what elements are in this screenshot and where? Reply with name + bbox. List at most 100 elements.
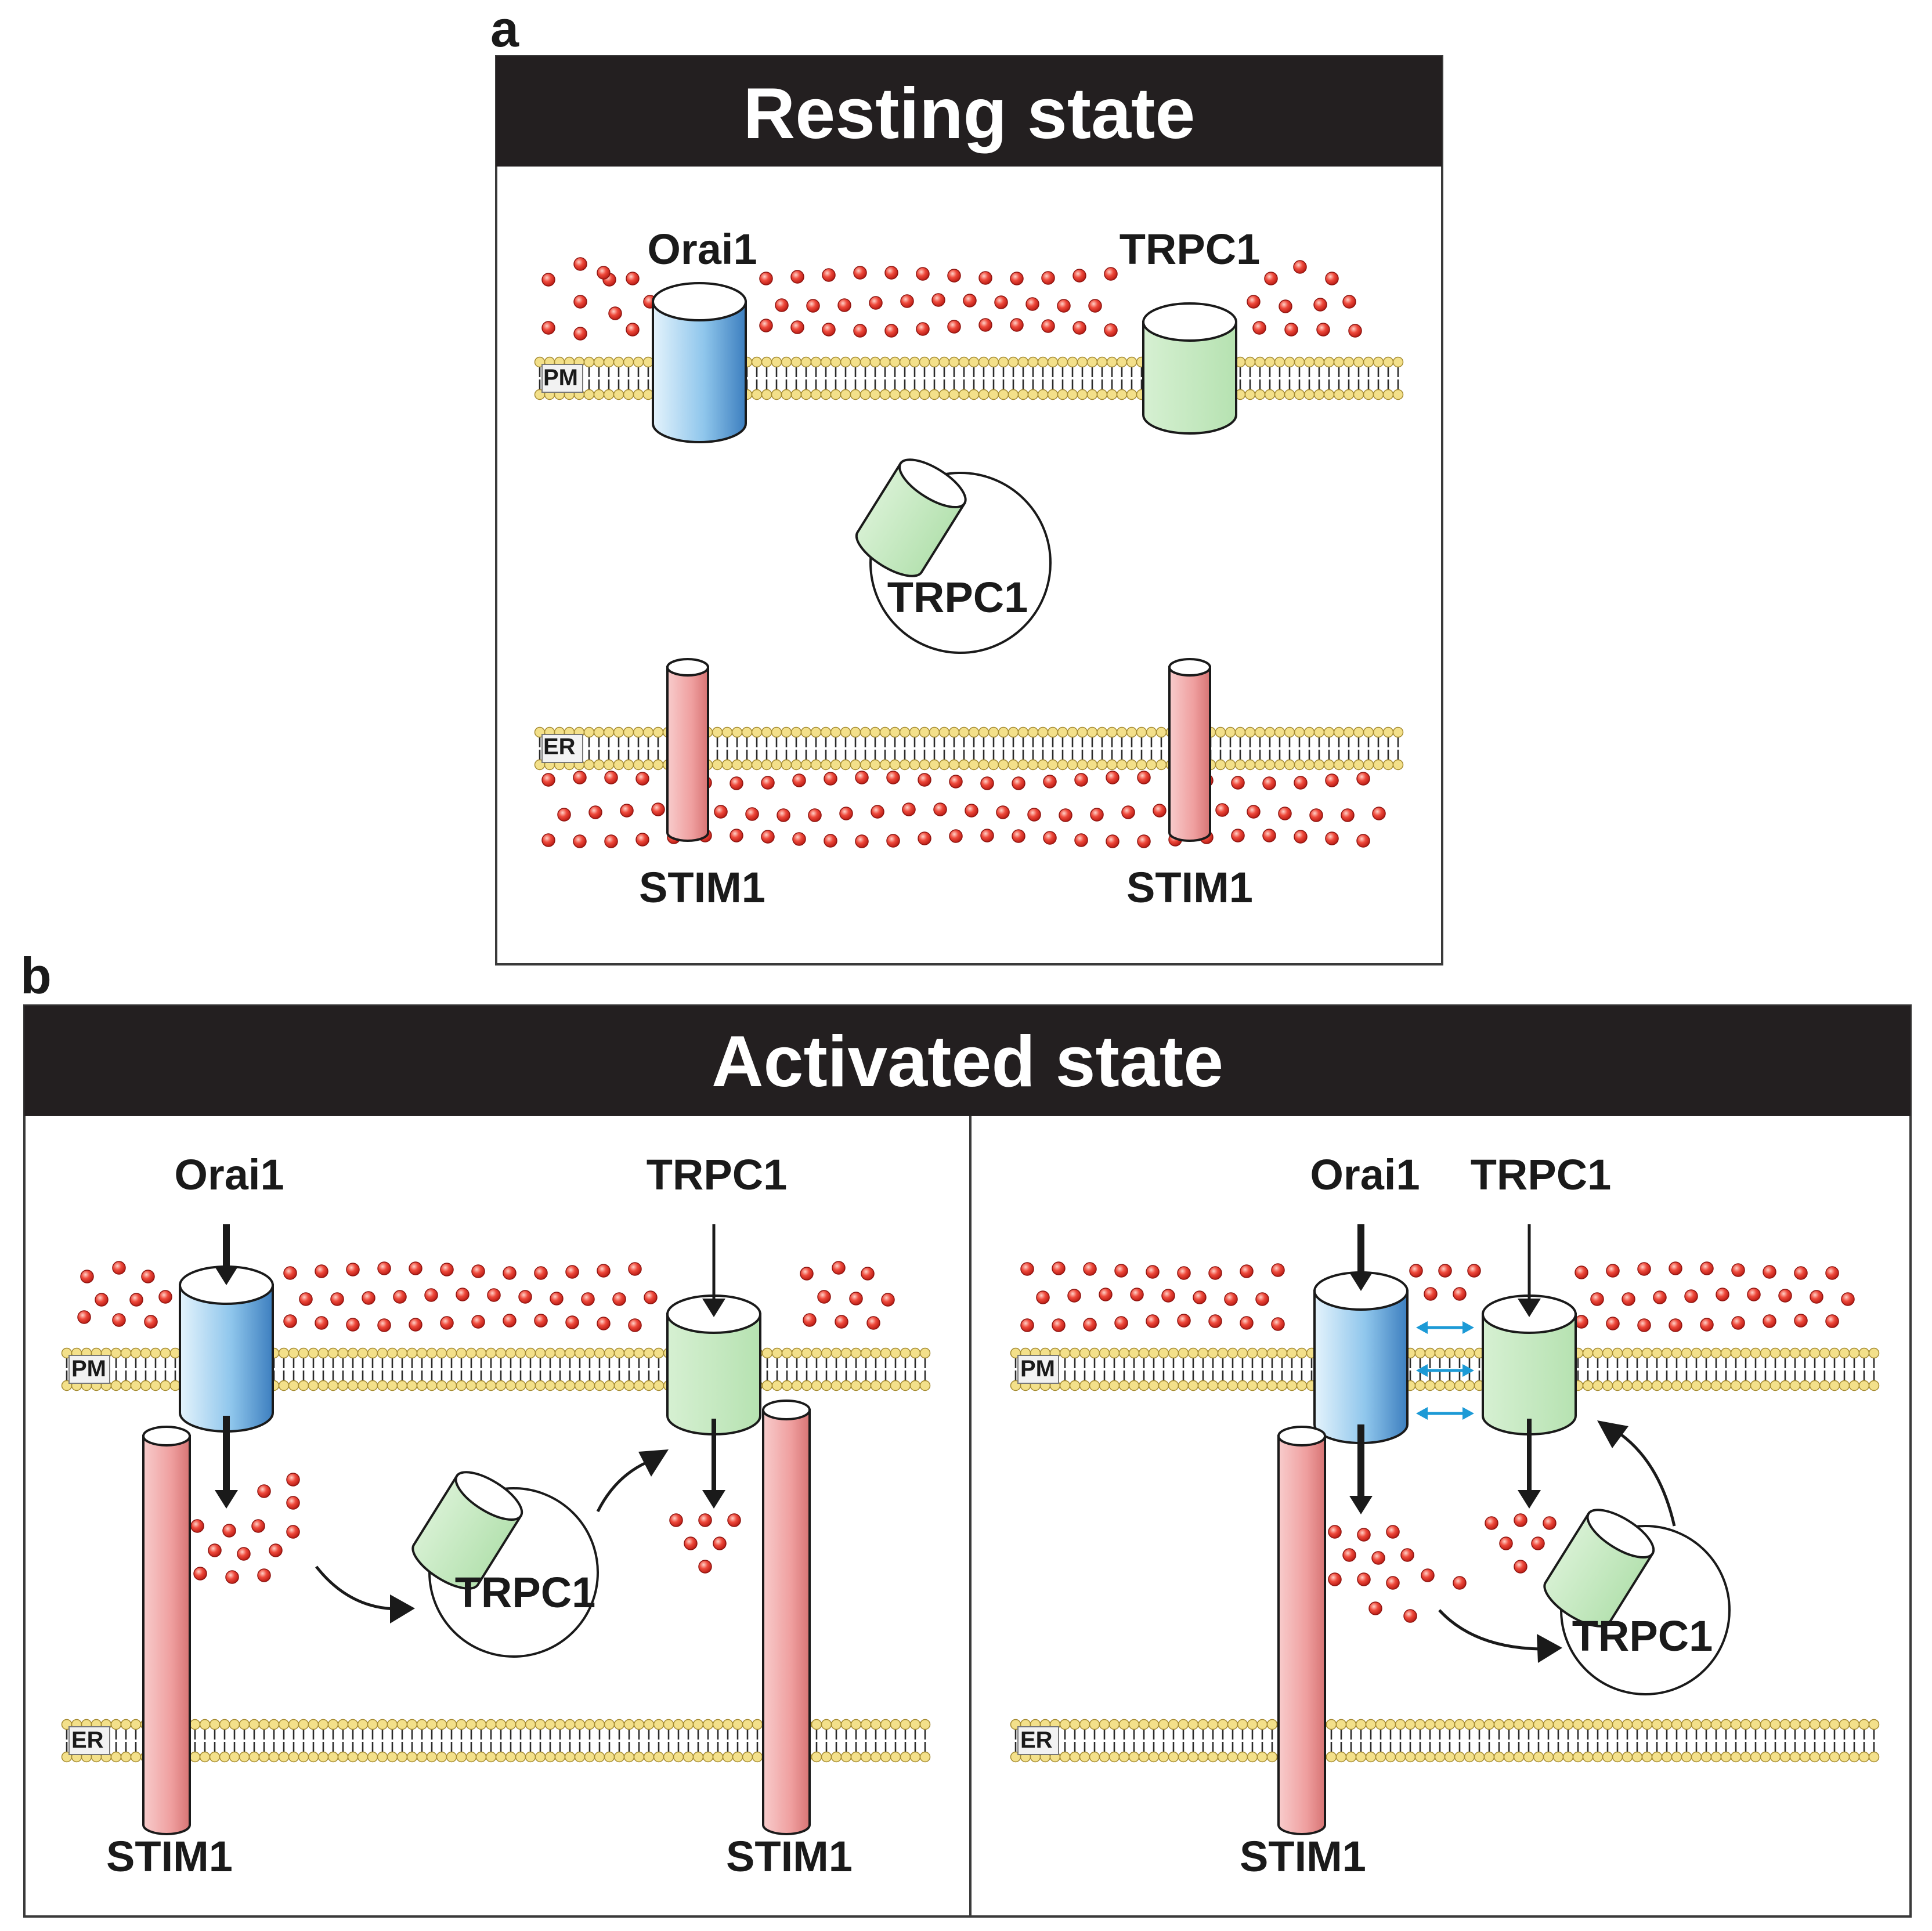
calcium-ion-icon (1146, 1265, 1160, 1279)
trafficking-arrow-icon-head (638, 1449, 669, 1477)
calcium-ion-icon (1325, 272, 1339, 285)
trpc1-channel-icon (1482, 1294, 1577, 1435)
calcium-ion-icon (1027, 808, 1041, 822)
calcium-ion-icon (1669, 1318, 1682, 1332)
calcium-ion-icon (1137, 771, 1151, 784)
panel-b-left-proteins (142, 1224, 811, 1835)
panel-a-title: Resting state (743, 74, 1196, 154)
calcium-ion-icon (949, 775, 963, 789)
calcium-ion-icon (824, 834, 837, 848)
calcium-ion-icon (1409, 1264, 1423, 1278)
calcium-ion-icon (1208, 1314, 1222, 1328)
interaction-arrow-icon (1416, 1321, 1474, 1334)
calcium-ion-icon (257, 1568, 271, 1582)
calcium-ion-icon (1083, 1262, 1097, 1276)
calcium-ion-icon (503, 1266, 517, 1280)
calcium-ion-icon (1193, 1290, 1207, 1304)
calcium-ion-icon (330, 1292, 344, 1306)
calcium-ion-icon (1341, 808, 1355, 822)
calcium-ion-icon (581, 1292, 595, 1306)
calcium-ion-icon (714, 805, 728, 819)
panel-b-frame (23, 1004, 1912, 1918)
calcium-ion-icon (190, 1519, 204, 1533)
calcium-ion-icon (1794, 1266, 1808, 1280)
calcium-ion-icon (1731, 1263, 1745, 1277)
calcium-ion-icon (1606, 1317, 1620, 1330)
calcium-ion-icon (1041, 319, 1055, 333)
vesicle-icon (411, 1471, 599, 1658)
calcium-ion-icon (269, 1543, 283, 1557)
calcium-ion-icon (698, 1513, 712, 1527)
calcium-ion-icon (541, 273, 555, 287)
calcium-ion-icon (597, 1264, 611, 1278)
er-bilayer (534, 726, 1404, 771)
calcium-ion-icon (1057, 299, 1071, 313)
calcium-ion-icon (931, 293, 945, 307)
calcium-ion-icon (299, 1292, 313, 1306)
calcium-ion-icon (141, 1270, 155, 1283)
calcium-ion-icon (1255, 1292, 1269, 1306)
calcium-ion-icon (626, 272, 640, 285)
calcium-ion-icon (1059, 808, 1072, 822)
trafficking-arrow-icon (1438, 1609, 1541, 1651)
calcium-ion-icon (588, 805, 602, 819)
calcium-ion-icon (1438, 1264, 1452, 1278)
calcium-ion-icon (1778, 1289, 1792, 1303)
panel-b-banner (24, 1006, 1911, 1116)
calcium-ion-icon (1153, 804, 1167, 818)
bl-label-er: ER (71, 1727, 104, 1753)
calcium-ion-icon (1684, 1289, 1698, 1303)
calcium-ion-icon (775, 298, 789, 312)
calcium-ion-icon (1328, 1572, 1342, 1586)
calcium-ion-icon (853, 266, 867, 280)
calcium-ion-icon (1052, 1261, 1066, 1275)
calcium-ion-icon (1403, 1609, 1417, 1623)
stim1-rod-icon (142, 1426, 191, 1835)
calcium-ion-icon (684, 1536, 698, 1550)
flux-arrow-icon-head (1518, 1299, 1541, 1317)
stim1-rod-icon (1277, 1426, 1326, 1835)
br-label-trpc1-pm: TRPC1 (1471, 1151, 1612, 1199)
calcium-ion-icon (1231, 829, 1245, 842)
trpc1-channel-icon (1543, 1509, 1655, 1628)
calcium-ion-icon (503, 1314, 517, 1328)
calcium-ion-icon (1357, 1528, 1371, 1542)
calcium-ion-icon (1041, 271, 1055, 285)
calcium-ion-icon (315, 1316, 328, 1330)
calcium-ion-icon (487, 1288, 501, 1302)
calcium-ion-icon (1453, 1576, 1467, 1590)
calcium-ion-icon (727, 1513, 741, 1527)
flux-arrow-icon-head (1349, 1272, 1373, 1291)
calcium-ion-icon (257, 1484, 271, 1498)
calcium-ion-icon (534, 1266, 548, 1280)
calcium-ion-icon (620, 804, 634, 818)
calcium-ion-icon (1485, 1516, 1498, 1530)
calcium-ion-icon (803, 1313, 817, 1327)
calcium-ion-icon (886, 771, 900, 784)
calcium-ion-icon (440, 1263, 454, 1277)
calcium-ion-icon (1072, 321, 1086, 335)
calcium-ion-icon (1043, 775, 1057, 789)
flux-arrow-icon-head (1349, 1496, 1373, 1514)
bl-label-trpc1-vesicle: TRPC1 (455, 1568, 596, 1617)
calcium-ion-icon (471, 1264, 485, 1278)
calcium-ion-icon (315, 1264, 328, 1278)
calcium-ion-icon (835, 1315, 848, 1329)
bl-label-orai1: Orai1 (174, 1151, 284, 1199)
calcium-ion-icon (965, 804, 978, 818)
calcium-ion-icon (1052, 1318, 1066, 1332)
calcium-ion-icon (996, 805, 1010, 819)
calcium-ion-icon (346, 1318, 360, 1332)
calcium-ion-icon (1590, 1292, 1604, 1306)
calcium-ion-icon (1130, 1288, 1144, 1301)
calcium-ion-icon (1386, 1576, 1400, 1590)
calcium-ion-icon (1010, 318, 1024, 332)
calcium-ion-icon (933, 802, 947, 816)
calcium-ion-icon (628, 1262, 642, 1276)
calcium-ion-icon (1499, 1536, 1513, 1550)
calcium-ion-icon (730, 776, 743, 790)
panel-b-title: Activated state (712, 1022, 1223, 1102)
calcium-ion-icon (1716, 1288, 1729, 1301)
calcium-ion-icon (286, 1473, 300, 1487)
orai1-channel-icon (652, 282, 747, 443)
